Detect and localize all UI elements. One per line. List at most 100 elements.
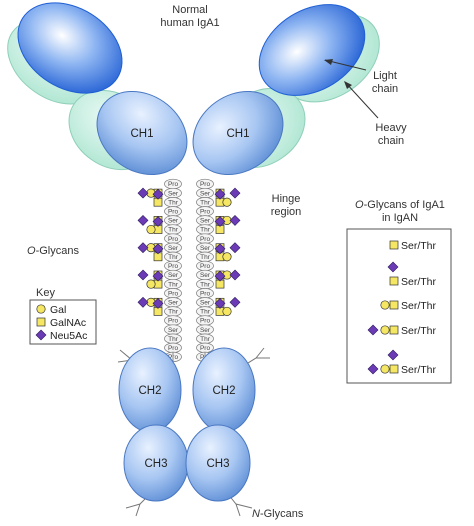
hinge-residue-label: Pro xyxy=(200,318,211,325)
hinge-residue-label: Thr xyxy=(168,254,179,261)
hinge-residue-label: Pro xyxy=(200,345,211,352)
o-glycans-label-rest: -Glycans xyxy=(36,245,80,257)
light-chain-arrowhead xyxy=(324,59,333,65)
heavy-chain-arrowhead xyxy=(344,81,352,89)
neu5ac-diamond xyxy=(137,242,149,254)
ch1-left-label: CH1 xyxy=(130,128,153,140)
hinge-region: ProSerThrProSerThrProSerThrProSerThrProS… xyxy=(164,178,214,364)
ch2-left-label: CH2 xyxy=(138,385,161,397)
light-chain-label-2: chain xyxy=(372,83,398,95)
hinge-residue-label: Thr xyxy=(168,281,179,288)
hinge-residue-label: Thr xyxy=(200,336,211,343)
neu5ac-diamond xyxy=(214,188,226,200)
neu5ac-diamond xyxy=(214,243,226,255)
gal-circle xyxy=(222,197,232,207)
hinge-residue-label: Pro xyxy=(168,236,179,243)
key-galnac-icon xyxy=(36,317,46,327)
neu5ac-diamond xyxy=(387,261,399,273)
iga-panel-title-2: in IgAN xyxy=(382,212,418,224)
light-chain-label-1: Light xyxy=(373,70,397,82)
o-glycan-chains xyxy=(137,187,241,316)
hinge-residue-label: Ser xyxy=(168,190,179,197)
hinge-residue-label: Thr xyxy=(168,336,179,343)
galnac-square xyxy=(389,364,399,374)
iga-panel-row-label: Ser/Thr xyxy=(401,325,437,337)
hinge-residue-label: Ser xyxy=(200,245,211,252)
neu5ac-diamond xyxy=(137,296,149,308)
hinge-residue-label: Thr xyxy=(200,254,211,261)
hinge-residue-label: Pro xyxy=(168,209,179,216)
hinge-residue-label: Ser xyxy=(168,327,179,334)
hinge-label-1: Hinge xyxy=(272,193,301,205)
hinge-residue-label: Pro xyxy=(200,181,211,188)
iga-panel-title-1: O-Glycans of IgA1 xyxy=(355,199,445,211)
hinge-residue-label: Ser xyxy=(168,272,179,279)
hinge-residue-label: Pro xyxy=(200,209,211,216)
neu5ac-diamond xyxy=(367,363,379,375)
hinge-residue-label: Ser xyxy=(200,218,211,225)
neu5ac-diamond xyxy=(152,243,164,255)
key-item-label: Gal xyxy=(50,304,66,316)
hinge-residue-label: Pro xyxy=(200,236,211,243)
hinge-residue-label: Ser xyxy=(168,218,179,225)
hinge-residue-label: Pro xyxy=(168,318,179,325)
key-item-label: Neu5Ac xyxy=(50,330,87,342)
gal-circle xyxy=(380,364,390,374)
iga-panel-box xyxy=(346,228,452,384)
hinge-residue-label: Thr xyxy=(200,199,211,206)
o-glycans-label-italic: O xyxy=(27,245,36,257)
hinge-residue-label: Ser xyxy=(168,245,179,252)
key-gal-icon xyxy=(36,304,46,314)
key-neu5ac-icon xyxy=(35,329,47,341)
ch3-right-domain xyxy=(185,424,251,502)
neu5ac-diamond xyxy=(152,270,164,282)
iga-panel-row-label: Ser/Thr xyxy=(401,300,437,312)
hinge-residue-label: Thr xyxy=(200,309,211,316)
neu5ac-diamond xyxy=(214,270,226,282)
iga-panel-row-label: Ser/Thr xyxy=(401,364,437,376)
neu5ac-diamond xyxy=(367,324,379,336)
ch1-right-label: CH1 xyxy=(226,128,249,140)
n-glycans-label-italic: N xyxy=(252,508,260,520)
ch2-right-label: CH2 xyxy=(212,385,235,397)
neu5ac-diamond xyxy=(137,214,149,226)
neu5ac-diamond xyxy=(137,187,149,199)
fab-variable-right xyxy=(258,4,366,96)
heavy-chain-label-1: Heavy xyxy=(375,122,407,134)
hinge-residue-label: Thr xyxy=(168,309,179,316)
o-glycans-label: O-Glycans xyxy=(27,245,79,257)
neu5ac-diamond xyxy=(152,216,164,227)
galnac-square xyxy=(389,300,399,310)
ch1-right-domain xyxy=(192,90,284,176)
neu5ac-diamond xyxy=(214,216,226,227)
hinge-residue-label: Ser xyxy=(200,327,211,334)
key-item-label: GalNAc xyxy=(50,317,86,329)
hinge-residue-label: Pro xyxy=(168,345,179,352)
title-line2: human IgA1 xyxy=(160,17,219,29)
neu5ac-diamond xyxy=(152,297,164,309)
neu5ac-diamond xyxy=(387,349,399,361)
ch3-right-label: CH3 xyxy=(206,458,229,470)
hinge-residue-label: Ser xyxy=(200,190,211,197)
hinge-residue-label: Ser xyxy=(200,272,211,279)
iga-panel-title-italic: O xyxy=(355,199,364,211)
galnac-square xyxy=(389,276,399,286)
fab-variable-left xyxy=(17,2,123,94)
neu5ac-diamond xyxy=(229,296,241,308)
iga-panel-title-rest: -Glycans of IgA1 xyxy=(364,199,445,211)
neu5ac-diamond xyxy=(137,269,149,281)
neu5ac-diamond xyxy=(229,187,241,199)
hinge-residue-label: Ser xyxy=(200,300,211,307)
hinge-residue-label: Thr xyxy=(168,199,179,206)
neu5ac-diamond xyxy=(214,297,226,309)
ch1-left-domain xyxy=(96,90,188,176)
hinge-residue-label: Pro xyxy=(168,181,179,188)
heavy-chain-pointer xyxy=(344,81,379,119)
iga-panel-row-label: Ser/Thr xyxy=(401,240,437,252)
n-glycans-label-rest: -Glycans xyxy=(260,508,304,520)
galnac-square xyxy=(389,240,399,250)
hinge-residue-label: Thr xyxy=(200,227,211,234)
